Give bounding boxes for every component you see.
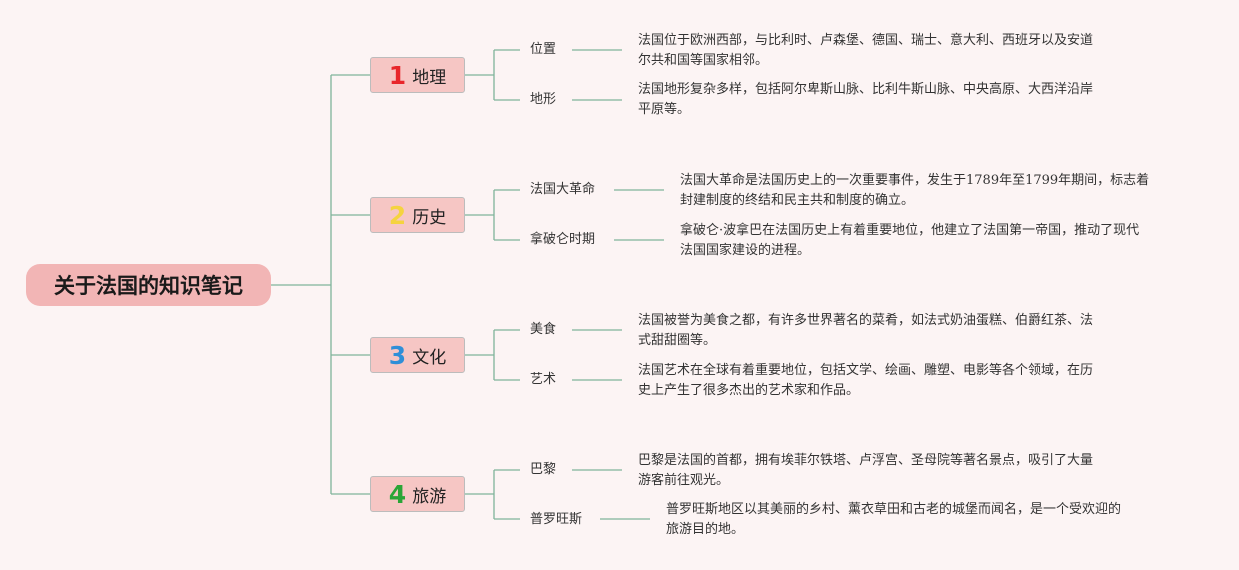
subtopic-description: 法国被誉为美食之都，有许多世界著名的菜肴，如法式奶油蛋糕、伯爵红茶、法 式甜甜圈… — [638, 311, 1093, 351]
category-label: 旅游 — [412, 486, 447, 507]
category-label: 历史 — [412, 207, 447, 228]
desc-line: 拿破仑·波拿巴在法国历史上有着重要地位，他建立了法国第一帝国，推动了现代 — [680, 223, 1140, 238]
root-connector — [271, 75, 332, 494]
desc-line: 封建制度的终结和民主共和制度的确立。 — [680, 193, 915, 208]
desc-line: 法国地形复杂多样，包括阿尔卑斯山脉、比利牛斯山脉、中央高原、大西洋沿岸 — [638, 82, 1094, 97]
category-tourism[interactable]: 4 旅游 — [370, 476, 465, 512]
category-label: 地理 — [412, 67, 447, 88]
subtopic-description: 拿破仑·波拿巴在法国历史上有着重要地位，他建立了法国第一帝国，推动了现代 法国国… — [680, 221, 1139, 261]
subtopic-cuisine[interactable]: 美食 — [530, 322, 557, 337]
desc-line: 巴黎是法国的首都，拥有埃菲尔铁塔、卢浮宫、圣母院等著名景点，吸引了大量 — [638, 453, 1094, 468]
category-history[interactable]: 2 历史 — [370, 197, 465, 233]
desc-line: 平原等。 — [638, 102, 691, 117]
number-badge: 4 — [388, 479, 407, 509]
desc-line: 式甜甜圈等。 — [638, 333, 717, 348]
number-badge: 1 — [388, 60, 407, 90]
subtopic-paris[interactable]: 巴黎 — [530, 462, 557, 477]
subtopic-description: 普罗旺斯地区以其美丽的乡村、薰衣草田和古老的城堡而闻名，是一个受欢迎的 旅游目的… — [666, 500, 1121, 540]
category-label: 文化 — [412, 347, 447, 368]
desc-line: 法国被誉为美食之都，有许多世界著名的菜肴，如法式奶油蛋糕、伯爵红茶、法 — [638, 313, 1094, 328]
subtopic-description: 法国大革命是法国历史上的一次重要事件，发生于1789年至1799年期间，标志着 … — [680, 171, 1149, 211]
category-culture[interactable]: 3 文化 — [370, 337, 465, 373]
desc-line: 法国国家建设的进程。 — [680, 243, 811, 258]
root-topic[interactable]: 关于法国的知识笔记 — [26, 264, 271, 306]
subtopic-description: 法国位于欧洲西部，与比利时、卢森堡、德国、瑞士、意大利、西班牙以及安道 尔共和国… — [638, 31, 1093, 71]
desc-line: 法国大革命是法国历史上的一次重要事件，发生于1789年至1799年期间，标志着 — [680, 173, 1150, 188]
desc-line: 普罗旺斯地区以其美丽的乡村、薰衣草田和古老的城堡而闻名，是一个受欢迎的 — [666, 502, 1122, 517]
subtopic-description: 法国地形复杂多样，包括阿尔卑斯山脉、比利牛斯山脉、中央高原、大西洋沿岸 平原等。 — [638, 80, 1093, 120]
number-badge: 2 — [388, 200, 407, 230]
cat-2-branch — [465, 189, 520, 241]
desc-line: 法国艺术在全球有着重要地位，包括文学、绘画、雕塑、电影等各个领域，在历 — [638, 363, 1094, 378]
category-geography[interactable]: 1 地理 — [370, 57, 465, 93]
subtopic-napoleon-era[interactable]: 拿破仑时期 — [530, 232, 596, 247]
subtopic-terrain[interactable]: 地形 — [530, 92, 557, 107]
desc-line: 史上产生了很多杰出的艺术家和作品。 — [638, 383, 860, 398]
desc-line: 法国位于欧洲西部，与比利时、卢森堡、德国、瑞士、意大利、西班牙以及安道 — [638, 33, 1094, 48]
cat-3-branch — [465, 329, 520, 381]
number-badge: 3 — [388, 340, 407, 370]
cat-1-branch — [465, 49, 520, 101]
desc-line: 旅游目的地。 — [666, 522, 745, 537]
subtopic-french-revolution[interactable]: 法国大革命 — [530, 182, 596, 197]
subtopic-description: 法国艺术在全球有着重要地位，包括文学、绘画、雕塑、电影等各个领域，在历 史上产生… — [638, 361, 1093, 401]
desc-line: 游客前往观光。 — [638, 473, 730, 488]
cat-4-branch — [465, 469, 520, 520]
subtopic-location[interactable]: 位置 — [530, 42, 557, 57]
subtopic-provence[interactable]: 普罗旺斯 — [530, 512, 583, 527]
subtopic-art[interactable]: 艺术 — [530, 372, 557, 387]
subtopic-description: 巴黎是法国的首都，拥有埃菲尔铁塔、卢浮宫、圣母院等著名景点，吸引了大量 游客前往… — [638, 451, 1093, 491]
desc-line: 尔共和国等国家相邻。 — [638, 53, 769, 68]
